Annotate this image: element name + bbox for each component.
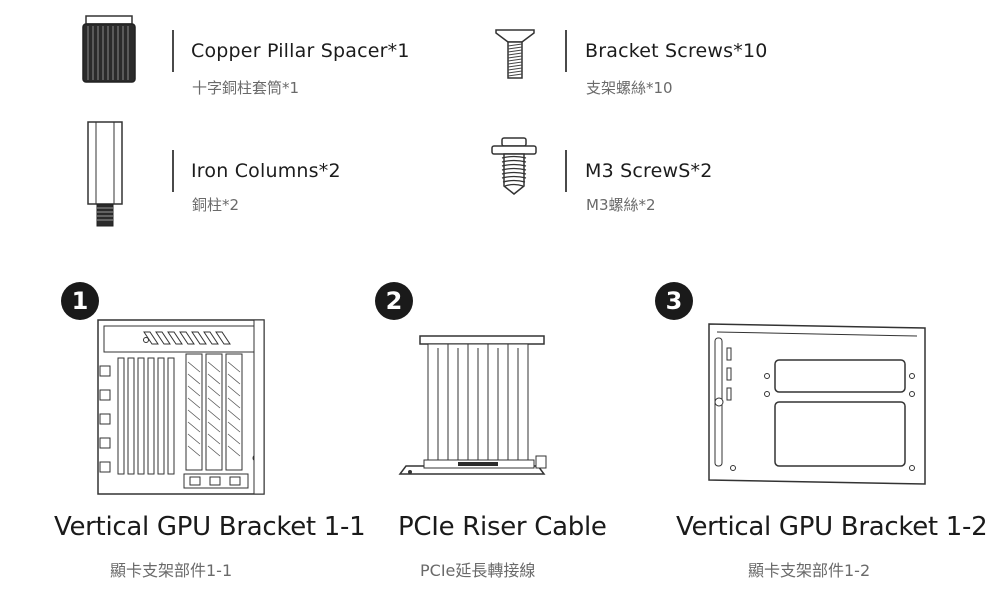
m3-screws-subtitle: M3螺絲*2 xyxy=(586,196,656,214)
part-number-badge: 1 xyxy=(61,282,99,320)
divider xyxy=(172,150,174,192)
divider xyxy=(172,30,174,72)
bracket-screws-title: Bracket Screws*10 xyxy=(585,40,768,62)
vertical-gpu-bracket-1-1-subtitle: 顯卡支架部件1-1 xyxy=(110,561,233,580)
m3-screws-title: M3 ScrewS*2 xyxy=(585,160,713,182)
bracket-screw-icon xyxy=(495,29,535,79)
pcie-riser-cable-subtitle: PCIe延長轉接線 xyxy=(420,561,536,580)
divider xyxy=(565,30,567,72)
m3-screw-icon xyxy=(491,137,537,195)
vertical-gpu-bracket-1-1-title: Vertical GPU Bracket 1-1 xyxy=(54,512,366,542)
vertical-gpu-bracket-1-1-illustration xyxy=(97,319,265,495)
vertical-gpu-bracket-1-2-illustration xyxy=(708,323,926,485)
copper-pillar-spacer-title: Copper Pillar Spacer*1 xyxy=(191,40,410,62)
iron-columns-title: Iron Columns*2 xyxy=(191,160,341,182)
bracket-screws-subtitle: 支架螺絲*10 xyxy=(586,79,673,97)
copper-pillar-spacer-subtitle: 十字銅柱套筒*1 xyxy=(192,79,300,97)
iron-columns-subtitle: 銅柱*2 xyxy=(192,196,240,214)
pcie-riser-cable-illustration xyxy=(398,335,547,475)
part-number-badge: 3 xyxy=(655,282,693,320)
part-number-badge: 2 xyxy=(375,282,413,320)
iron-column-icon xyxy=(87,121,123,227)
divider xyxy=(565,150,567,192)
vertical-gpu-bracket-1-2-title: Vertical GPU Bracket 1-2 xyxy=(676,512,988,542)
pcie-riser-cable-title: PCIe Riser Cable xyxy=(398,512,607,542)
copper-pillar-spacer-icon xyxy=(82,15,136,83)
vertical-gpu-bracket-1-2-subtitle: 顯卡支架部件1-2 xyxy=(748,561,871,580)
